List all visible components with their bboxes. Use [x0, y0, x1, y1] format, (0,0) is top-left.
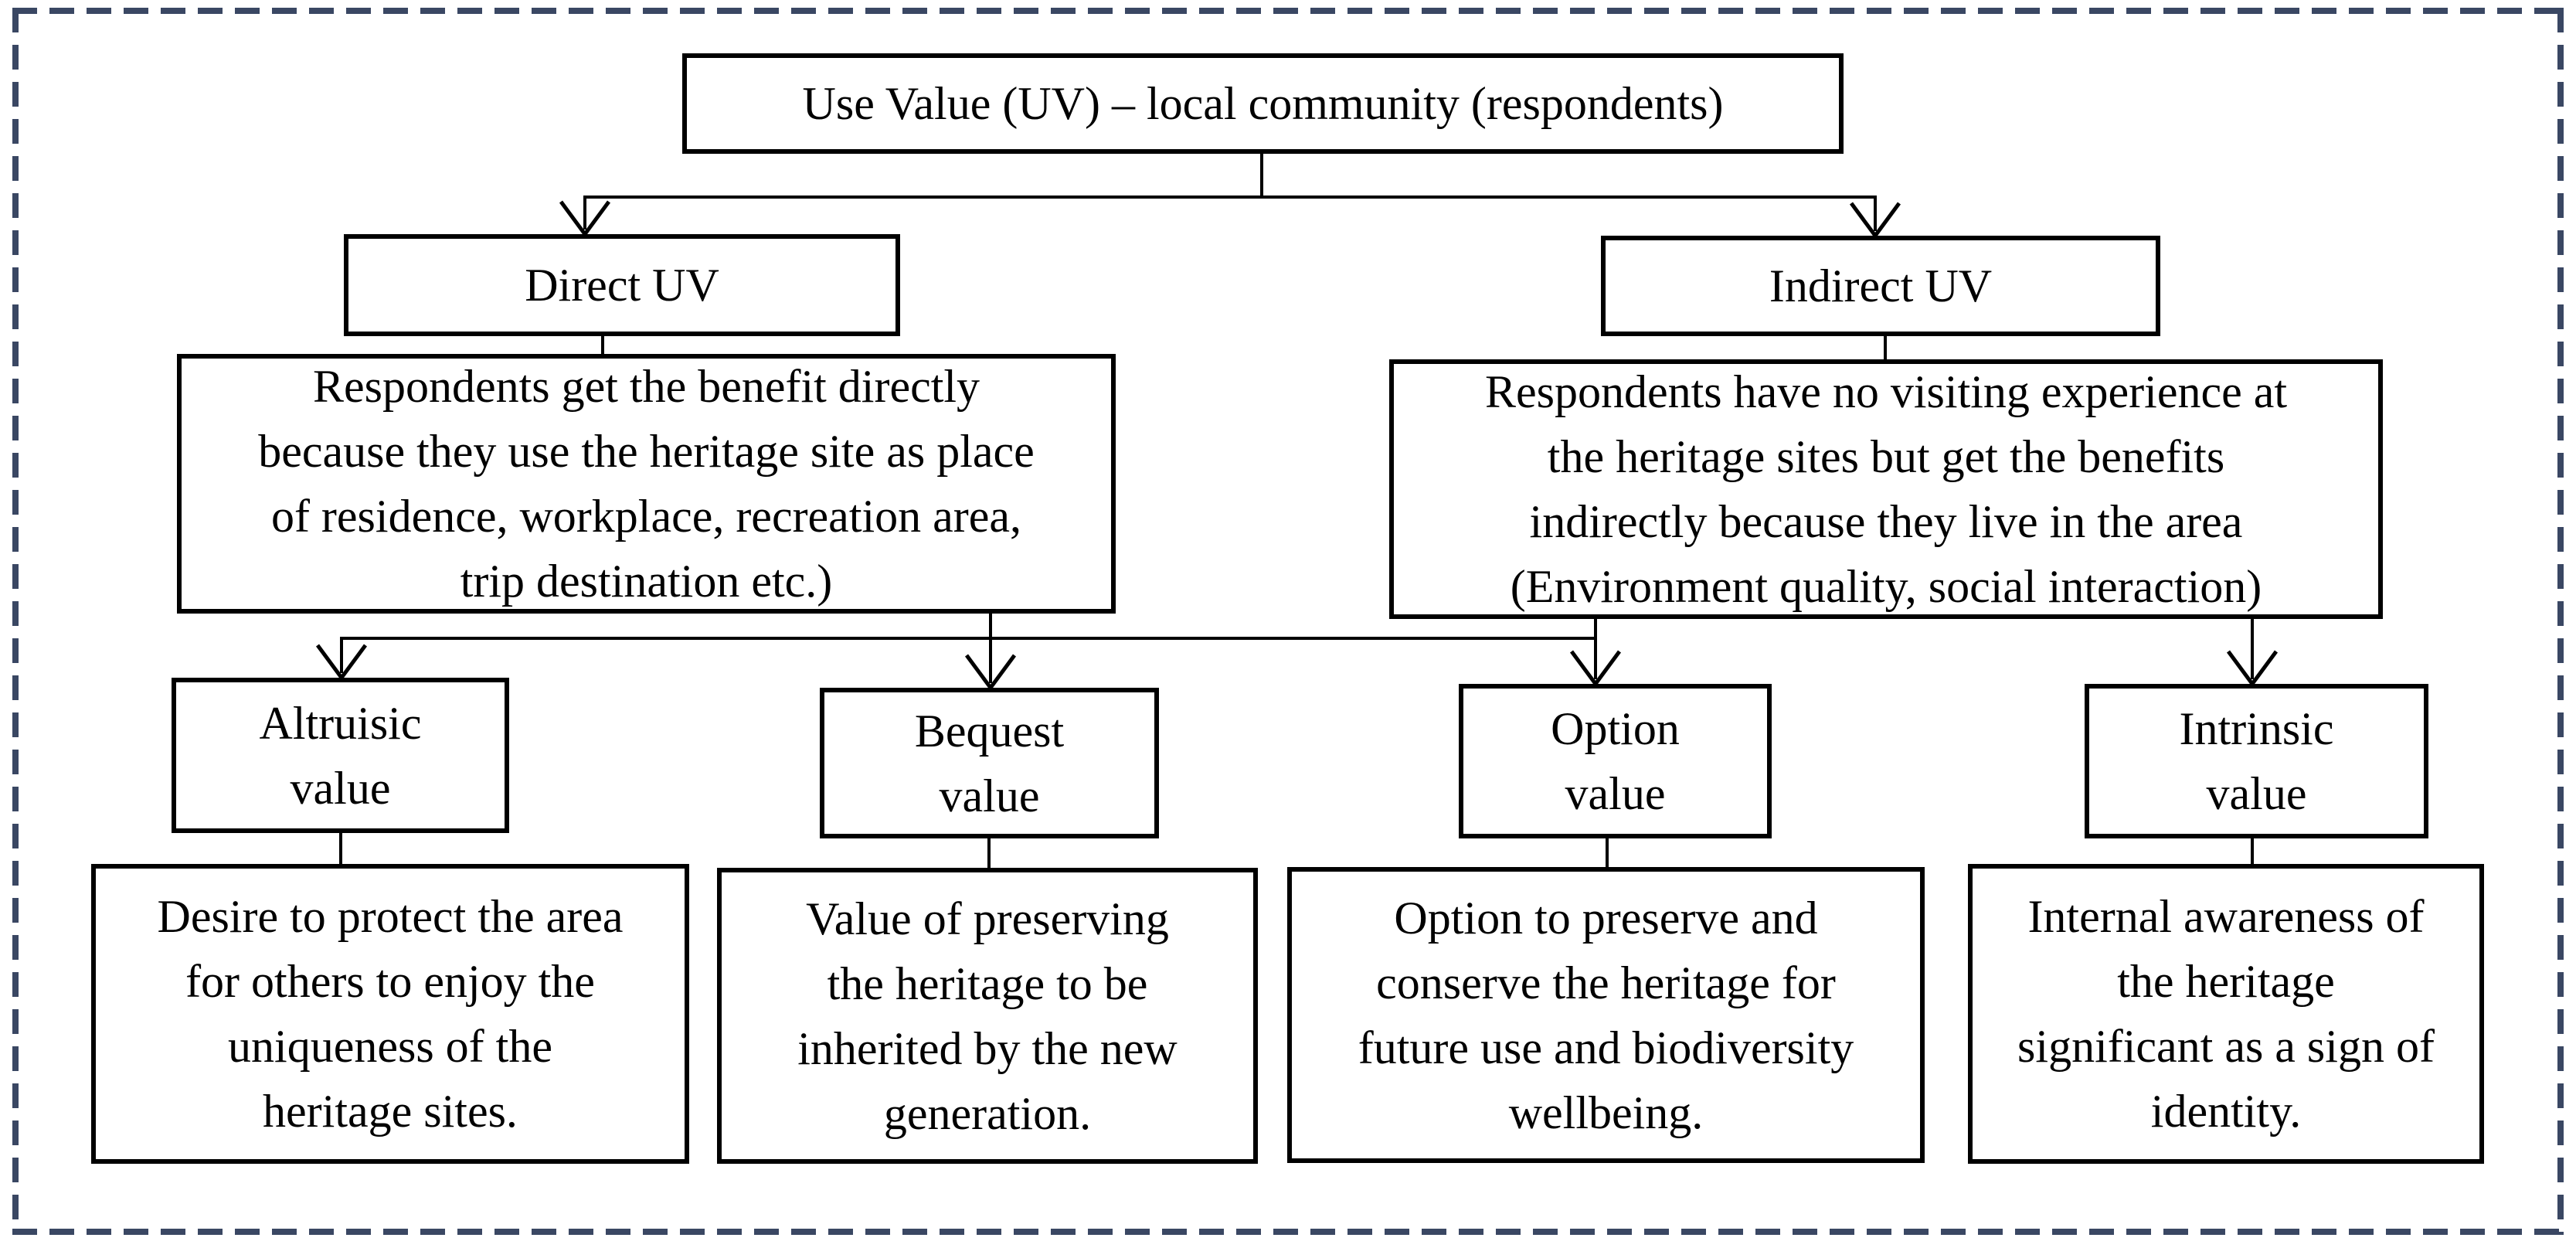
- frame-border-right: [2557, 8, 2564, 1235]
- connector-intrinsic-drop: [2251, 615, 2254, 679]
- connector-root-stem: [1260, 154, 1263, 197]
- bequest-description-box: Value of preserving the heritage to be i…: [717, 868, 1258, 1164]
- direct-uv-description: Respondents get the benefit directly bec…: [258, 361, 1035, 607]
- arrow-down-option-icon: [1569, 650, 1622, 685]
- intrinsic-description-box: Internal awareness of the heritage signi…: [1968, 864, 2484, 1164]
- indirect-uv-description-box: Respondents have no visiting experience …: [1389, 359, 2383, 619]
- option-description: Option to preserve and conserve the heri…: [1358, 892, 1854, 1138]
- option-description-box: Option to preserve and conserve the heri…: [1287, 867, 1925, 1163]
- indirect-uv-description: Respondents have no visiting experience …: [1484, 366, 2288, 612]
- connector-bequest-drop: [989, 637, 992, 683]
- arrow-down-intrinsic-icon: [2226, 650, 2279, 685]
- arrow-down-indirect-icon: [1849, 202, 1901, 237]
- connector-direct-desc-drop: [989, 610, 992, 640]
- intrinsic-description: Internal awareness of the heritage signi…: [2017, 891, 2435, 1137]
- altruisic-description: Desire to protect the area for others to…: [157, 891, 624, 1137]
- root-label: Use Value (UV) – local community (respon…: [802, 78, 1724, 129]
- connector-bequest-stem: [987, 835, 991, 871]
- connector-level2-bus: [340, 637, 1596, 640]
- connector-direct-desc-stem: [601, 332, 604, 357]
- bequest-description: Value of preserving the heritage to be i…: [797, 893, 1178, 1139]
- connector-indirect-desc-stem: [1884, 332, 1887, 362]
- bequest-value-box: Bequest value: [820, 688, 1159, 838]
- arrow-down-bequest-icon: [964, 654, 1017, 689]
- option-value-box: Option value: [1459, 684, 1772, 838]
- direct-uv-label: Direct UV: [525, 260, 719, 311]
- indirect-uv-label: Indirect UV: [1769, 260, 1993, 311]
- arrow-down-direct-icon: [559, 200, 611, 236]
- bequest-value-label: Bequest value: [914, 705, 1065, 821]
- connector-option-drop: [1594, 615, 1597, 679]
- frame-border-top: [12, 8, 2564, 14]
- connector-intrinsic-stem: [2251, 835, 2254, 867]
- frame-border-left: [12, 8, 19, 1235]
- direct-uv-description-box: Respondents get the benefit directly bec…: [177, 354, 1116, 614]
- altruisic-value-box: Altruisic value: [172, 678, 509, 833]
- intrinsic-value-label: Intrinsic value: [2179, 703, 2334, 819]
- direct-uv-box: Direct UV: [344, 234, 900, 336]
- connector-indirect-drop: [1874, 196, 1877, 231]
- altruisic-description-box: Desire to protect the area for others to…: [91, 864, 689, 1164]
- connector-altruisic-drop: [340, 637, 343, 673]
- connector-direct-drop: [583, 196, 586, 230]
- option-value-label: Option value: [1551, 703, 1680, 819]
- indirect-uv-box: Indirect UV: [1601, 236, 2160, 336]
- connector-level1-bus: [583, 196, 1877, 199]
- altruisic-value-label: Altruisic value: [259, 697, 422, 814]
- arrow-down-altruisic-icon: [315, 644, 368, 679]
- frame-border-bottom: [12, 1229, 2564, 1235]
- root-box: Use Value (UV) – local community (respon…: [682, 53, 1844, 154]
- connector-option-stem: [1606, 835, 1609, 870]
- connector-altruisic-stem: [339, 830, 342, 867]
- intrinsic-value-box: Intrinsic value: [2085, 684, 2428, 838]
